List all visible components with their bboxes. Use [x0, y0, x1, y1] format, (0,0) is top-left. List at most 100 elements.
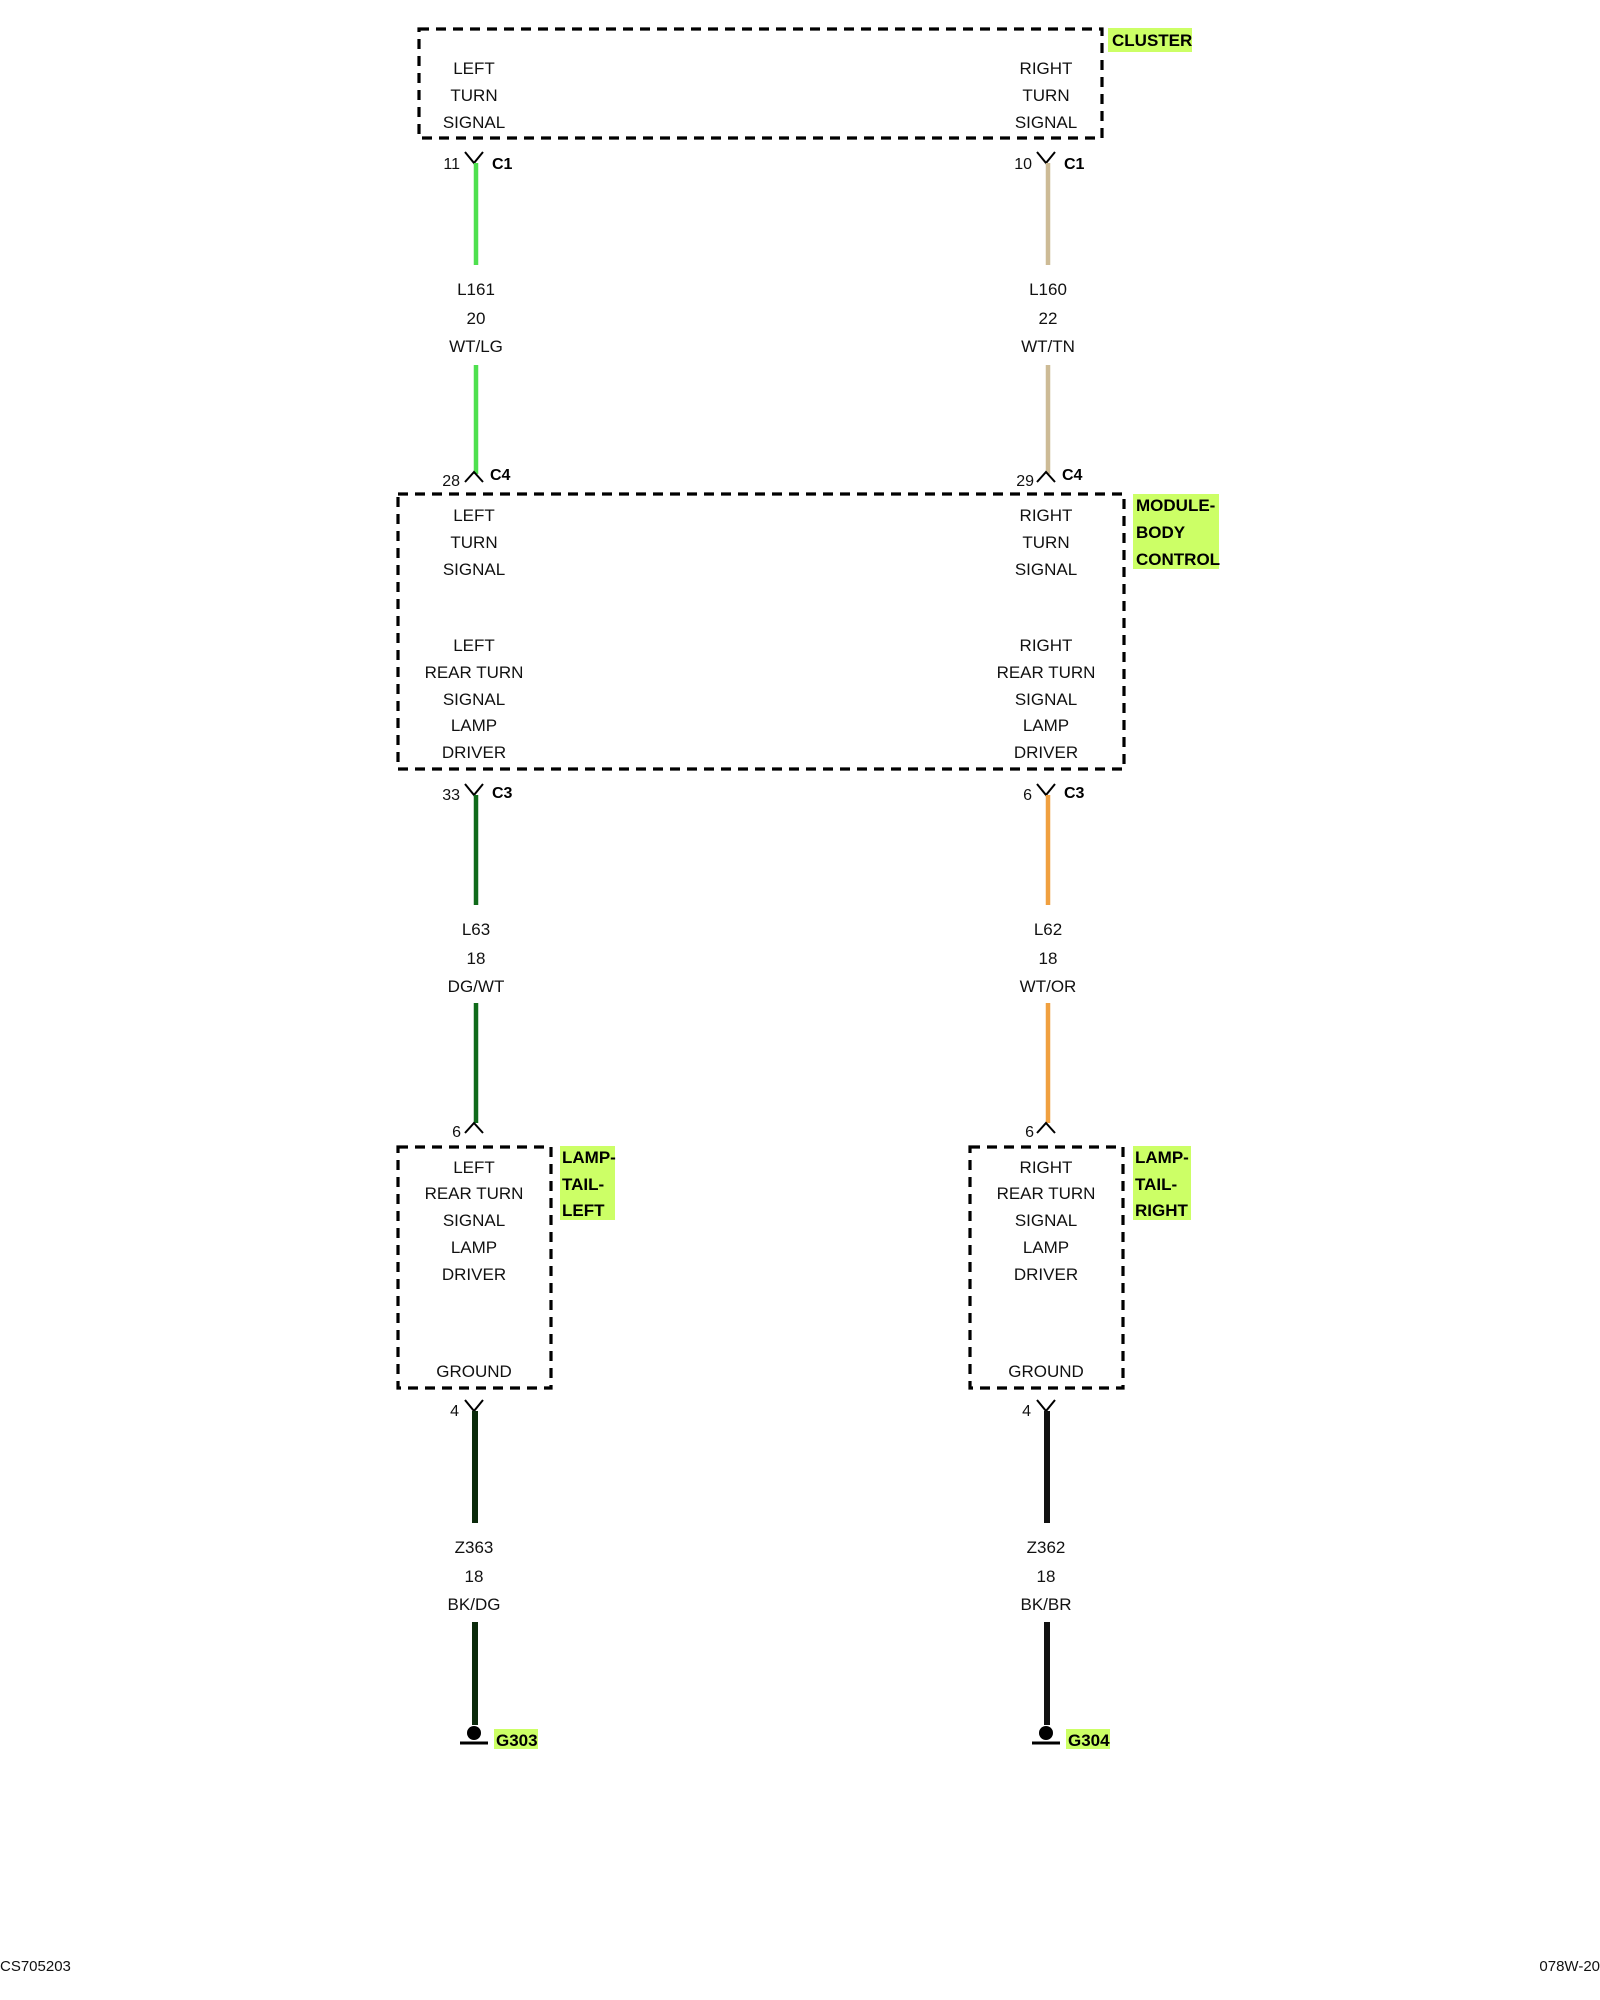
- wire-color-label: DG/WT: [448, 977, 505, 996]
- connector-fork-icon: [464, 783, 484, 797]
- connector-bcm-out-right: 6 C3: [1023, 783, 1085, 804]
- lamp-tail-right-tag-line-2: TAIL-: [1135, 1175, 1177, 1194]
- lamp-tail-left-ground-label: GROUND: [436, 1362, 512, 1381]
- ground-icon: [460, 1726, 488, 1745]
- ground-g303-highlight: [494, 1729, 538, 1749]
- bcm-tag-line-1: MODULE-: [1136, 496, 1215, 515]
- pin-number: 29: [1016, 473, 1034, 490]
- cluster-left-label-3: SIGNAL: [443, 113, 505, 132]
- bcm-right-bottom-label-2: REAR TURN: [997, 663, 1096, 682]
- footer-left-code: CS705203: [0, 1958, 71, 1975]
- connector-fork-icon: [1036, 470, 1056, 483]
- connector-lamp-gnd-left: 4: [450, 1399, 484, 1420]
- lamp-tail-left-box: [396, 1145, 553, 1390]
- wire-gauge-label: 18: [1039, 949, 1058, 968]
- connector-fork-icon: [1036, 1121, 1056, 1134]
- bcm-tag-highlight: [1133, 494, 1219, 569]
- connector-cluster-left: 11 C1: [443, 151, 513, 173]
- ground-g304-highlight: [1066, 1729, 1110, 1749]
- wire-circuit-label: L161: [457, 280, 495, 299]
- wire-l160: L160 22 WT/TN: [1021, 163, 1075, 474]
- connector-id: C4: [1062, 467, 1083, 484]
- lamp-tail-right-label-3: SIGNAL: [1015, 1211, 1077, 1230]
- bcm-tag-line-2: BODY: [1136, 523, 1186, 542]
- cluster-right-label-2: TURN: [1022, 86, 1069, 105]
- wire-circuit-label: L62: [1034, 920, 1062, 939]
- wire-circuit-label: Z363: [455, 1538, 494, 1557]
- wire-gauge-label: 18: [467, 949, 486, 968]
- pin-number: 6: [1025, 1124, 1034, 1141]
- cluster-left-label-2: TURN: [450, 86, 497, 105]
- connector-id: C4: [490, 467, 511, 484]
- pin-number: 11: [443, 156, 460, 173]
- bcm-box: [396, 492, 1126, 771]
- connector-id: C3: [492, 785, 513, 802]
- bcm-component: MODULE- BODY CONTROL LEFT TURN SIGNAL RI…: [396, 492, 1220, 771]
- bcm-left-bottom-label-4: LAMP: [451, 716, 497, 735]
- lamp-tail-left-component: LAMP- TAIL- LEFT LEFT REAR TURN SIGNAL L…: [396, 1145, 616, 1390]
- wire-z363: Z363 18 BK/DG: [448, 1411, 501, 1725]
- connector-fork-icon: [464, 1121, 484, 1134]
- lamp-tail-right-label-5: DRIVER: [1014, 1265, 1078, 1284]
- cluster-box: [417, 27, 1104, 140]
- lamp-tail-right-label-4: LAMP: [1023, 1238, 1069, 1257]
- connector-lamp-in-left: 6: [452, 1121, 484, 1141]
- bcm-right-bottom-label-4: LAMP: [1023, 716, 1069, 735]
- lamp-tail-right-label-2: REAR TURN: [997, 1184, 1096, 1203]
- bcm-right-bottom-label-5: DRIVER: [1014, 743, 1078, 762]
- pin-number: 4: [450, 1403, 459, 1420]
- connector-fork-icon: [464, 1399, 484, 1413]
- wire-gauge-label: 18: [1037, 1567, 1056, 1586]
- wire-circuit-label: L160: [1029, 280, 1067, 299]
- lamp-tail-left-label-4: LAMP: [451, 1238, 497, 1257]
- cluster-tag: CLUSTER: [1112, 31, 1192, 50]
- connector-id: C3: [1064, 785, 1085, 802]
- bcm-left-bottom-label-1: LEFT: [453, 636, 495, 655]
- lamp-tail-left-label-3: SIGNAL: [443, 1211, 505, 1230]
- lamp-tail-right-tag-line-3: RIGHT: [1135, 1201, 1189, 1220]
- connector-id: C1: [492, 156, 513, 173]
- lamp-tail-right-tag-line-1: LAMP-: [1135, 1148, 1189, 1167]
- connector-cluster-right: 10 C1: [1014, 151, 1085, 173]
- bcm-right-top-label-2: TURN: [1022, 533, 1069, 552]
- connector-lamp-gnd-right: 4: [1022, 1399, 1056, 1420]
- lamp-tail-left-tag-line-1: LAMP-: [562, 1148, 616, 1167]
- bcm-left-bottom-label-3: SIGNAL: [443, 690, 505, 709]
- pin-number: 28: [442, 473, 460, 490]
- wire-color-label: WT/LG: [449, 337, 503, 356]
- bcm-right-top-label-1: RIGHT: [1020, 506, 1073, 525]
- bcm-left-top-label-2: TURN: [450, 533, 497, 552]
- cluster-left-label-1: LEFT: [453, 59, 495, 78]
- wire-l63: L63 18 DG/WT: [448, 795, 505, 1123]
- pin-number: 6: [452, 1124, 461, 1141]
- bcm-tag-line-3: CONTROL: [1136, 550, 1220, 569]
- connector-fork-icon: [1036, 151, 1056, 165]
- wire-gauge-label: 20: [467, 309, 486, 328]
- wire-z362: Z362 18 BK/BR: [1020, 1411, 1072, 1725]
- lamp-tail-right-label-1: RIGHT: [1020, 1158, 1073, 1177]
- wire-color-label: WT/OR: [1020, 977, 1077, 996]
- wire-l161: L161 20 WT/LG: [449, 163, 503, 474]
- wire-gauge-label: 22: [1039, 309, 1058, 328]
- ground-icon: [1032, 1726, 1060, 1745]
- wire-circuit-label: Z362: [1027, 1538, 1066, 1557]
- wire-color-label: BK/DG: [448, 1595, 501, 1614]
- connector-lamp-in-right: 6: [1025, 1121, 1056, 1141]
- connector-bcm-in-right: 29 C4: [1016, 467, 1082, 490]
- pin-number: 4: [1022, 1403, 1031, 1420]
- lamp-tail-right-ground-label: GROUND: [1008, 1362, 1084, 1381]
- bcm-left-bottom-label-2: REAR TURN: [425, 663, 524, 682]
- wire-l62: L62 18 WT/OR: [1020, 795, 1077, 1123]
- footer-right-code: 078W-20: [1539, 1958, 1600, 1975]
- connector-id: C1: [1064, 156, 1085, 173]
- lamp-tail-right-box: [968, 1145, 1125, 1390]
- lamp-tail-right-tag-highlight: [1133, 1146, 1191, 1220]
- bcm-left-top-label-1: LEFT: [453, 506, 495, 525]
- connector-fork-icon: [1036, 1399, 1056, 1413]
- bcm-right-bottom-label-3: SIGNAL: [1015, 690, 1077, 709]
- pin-number: 10: [1014, 156, 1032, 173]
- wire-circuit-label: L63: [462, 920, 490, 939]
- wire-gauge-label: 18: [465, 1567, 484, 1586]
- cluster-tag-highlight: [1108, 28, 1192, 52]
